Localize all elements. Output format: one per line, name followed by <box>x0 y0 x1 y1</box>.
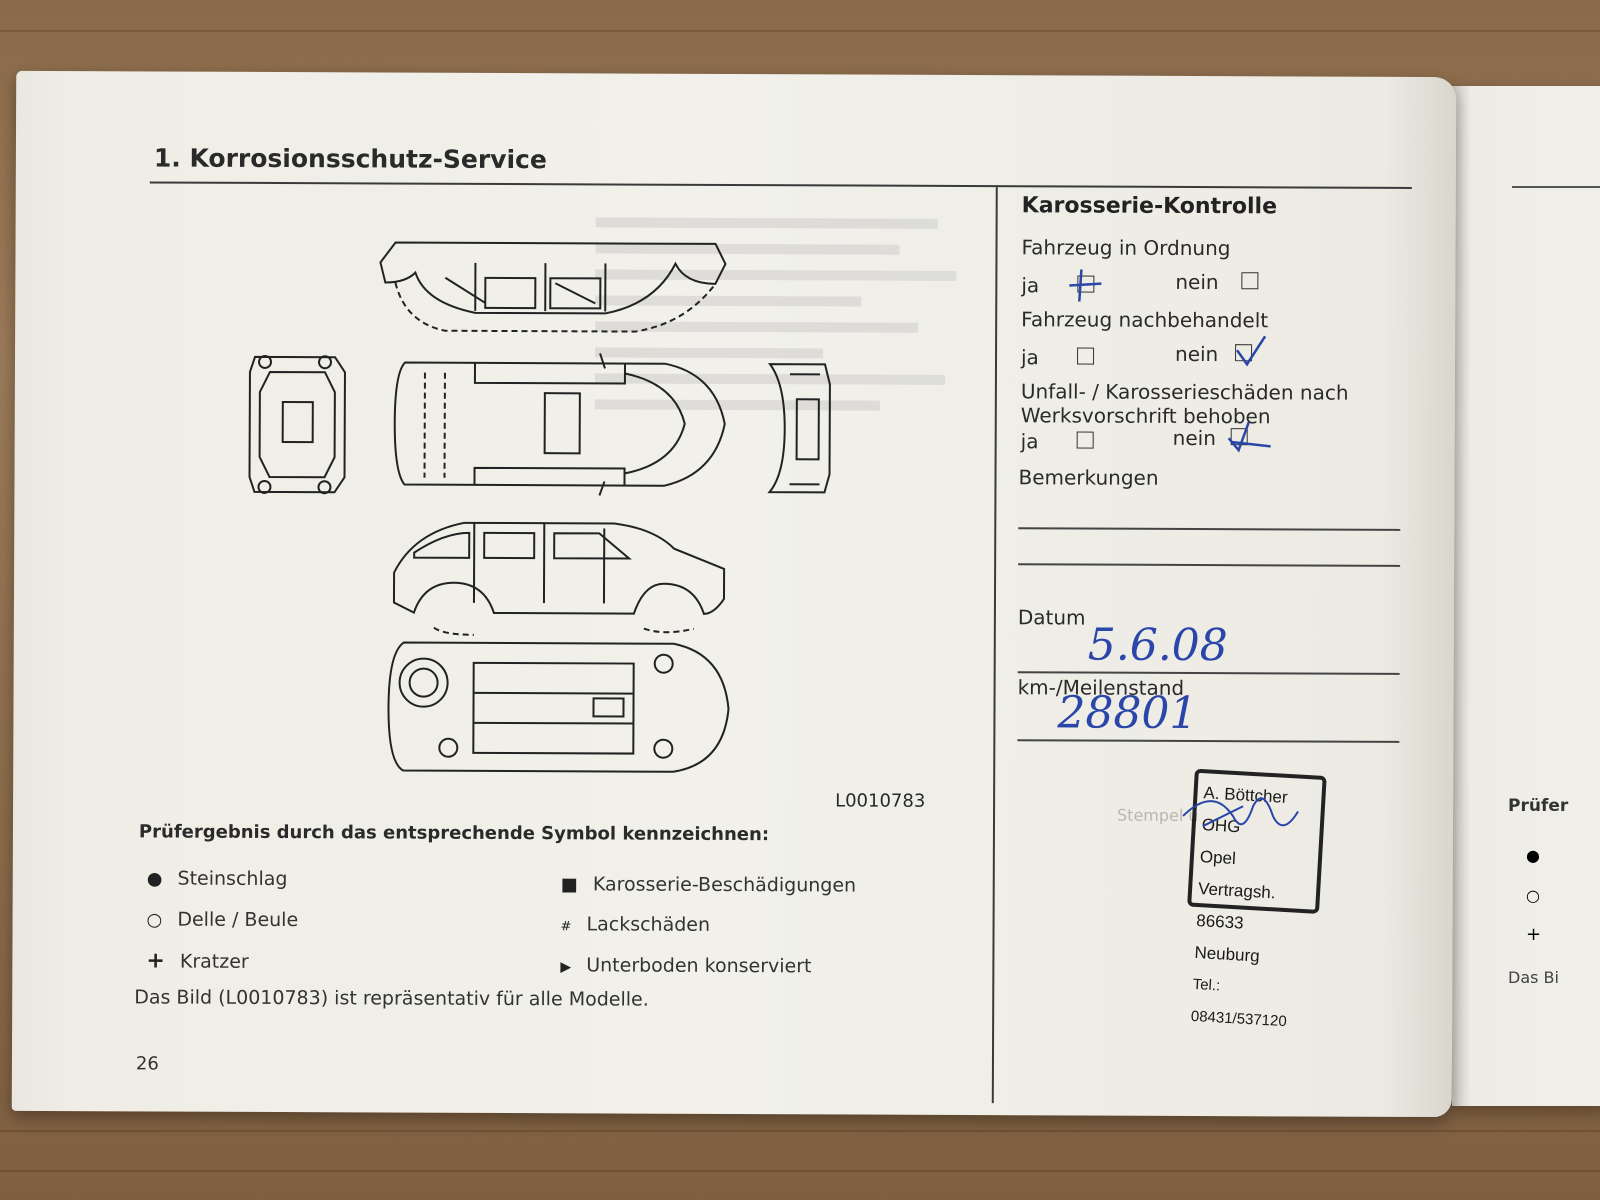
q2-no-label: nein <box>1174 341 1219 367</box>
remarks-line-2 <box>1018 563 1401 567</box>
stamp-line-4: Tel.: 08431/537120 <box>1190 975 1288 1031</box>
car-front-view <box>248 354 346 495</box>
car-top-view-roof <box>379 241 727 333</box>
legend-item-delle: ○ Delle / Beule <box>146 908 299 932</box>
legend-label: Unterboden konserviert <box>586 954 812 978</box>
q2-yes-label: ja <box>1020 345 1039 370</box>
q3-no-checkmark-icon <box>1227 421 1271 453</box>
legend-label: Karosserie-Beschädigungen <box>592 873 857 897</box>
manual-page: 1. Korrosionsschutz-Service <box>11 70 1457 1118</box>
title-rule <box>149 181 1412 189</box>
body-damage-icon: ■ <box>560 874 578 896</box>
legend-label: Delle / Beule <box>177 908 299 932</box>
inspection-title: Karosserie-Kontrolle <box>1021 193 1278 220</box>
remarks-line-1 <box>1018 527 1401 531</box>
next-page-note-fragment: Das Bi <box>1508 968 1559 987</box>
car-underbody-view <box>387 641 730 773</box>
legend-item-kratzer: + Kratzer <box>146 948 248 973</box>
next-page-legend-fragment: Prüfer <box>1508 796 1569 816</box>
stone-chip-icon: ● <box>146 868 163 890</box>
car-side-view <box>392 521 726 636</box>
column-divider <box>991 187 998 1104</box>
date-label: Datum <box>1017 605 1086 630</box>
legend-label: Steinschlag <box>177 867 288 891</box>
date-line <box>1017 671 1400 675</box>
paint-damage-icon: # <box>560 919 572 935</box>
stamp-line-3: 86633 Neuburg <box>1193 910 1261 966</box>
q3-no-label: nein <box>1172 425 1216 451</box>
image-code: L0010783 <box>835 790 926 812</box>
page-title: 1. Korrosionsschutz-Service <box>153 143 547 175</box>
scratch-icon: + <box>146 948 165 974</box>
legend-item-unterboden: ▶ Unterboden konserviert <box>560 954 811 977</box>
legend-title: Prüfergebnis durch das entsprechende Sym… <box>138 821 770 846</box>
legend-item-steinschlag: ● Steinschlag <box>147 867 288 890</box>
q2-no-checkmark-icon <box>1236 335 1267 367</box>
q1-no-label: nein <box>1175 269 1219 295</box>
underbody-icon: ▶ <box>560 959 572 976</box>
next-page-rule <box>1512 186 1600 188</box>
q2-yes-checkbox[interactable] <box>1077 347 1095 365</box>
q3-yes-checkbox[interactable] <box>1076 431 1094 449</box>
next-page: Prüfer ● ○ + Das Bi <box>1452 86 1600 1106</box>
q3-yes-label: ja <box>1020 429 1039 454</box>
q1-yes-mark-icon <box>1069 269 1102 302</box>
car-body-diagram <box>248 241 831 773</box>
legend-label: Lackschäden <box>586 913 711 936</box>
legend-item-lack: # Lackschäden <box>561 913 711 936</box>
legend-item-karosserie: ■ Karosserie-Beschädigungen <box>561 873 856 896</box>
next-page-circle-icon: ○ <box>1526 886 1540 905</box>
date-value: 5.6.08 <box>1087 619 1228 672</box>
legend-label: Kratzer <box>179 950 249 973</box>
representative-note: Das Bild (L0010783) ist repräsentativ fü… <box>134 986 649 1011</box>
car-top-view <box>393 353 726 496</box>
km-value: 28801 <box>1057 687 1198 740</box>
q2-label: Fahrzeug nachbehandelt <box>1021 307 1269 333</box>
km-line <box>1017 739 1400 743</box>
dent-icon: ○ <box>146 909 163 931</box>
car-rear-view <box>767 363 831 494</box>
remarks-label: Bemerkungen <box>1018 465 1159 490</box>
q1-yes-label: ja <box>1021 273 1040 298</box>
q3-label-line1: Unfall- / Karosserieschäden nach <box>1020 379 1349 405</box>
next-page-plus-icon: + <box>1526 924 1542 945</box>
q1-no-checkbox[interactable] <box>1241 272 1259 290</box>
q1-label: Fahrzeug in Ordnung <box>1021 235 1231 261</box>
next-page-dot-icon: ● <box>1526 846 1540 865</box>
page-number: 26 <box>135 1053 159 1075</box>
signature-icon <box>1182 797 1299 827</box>
